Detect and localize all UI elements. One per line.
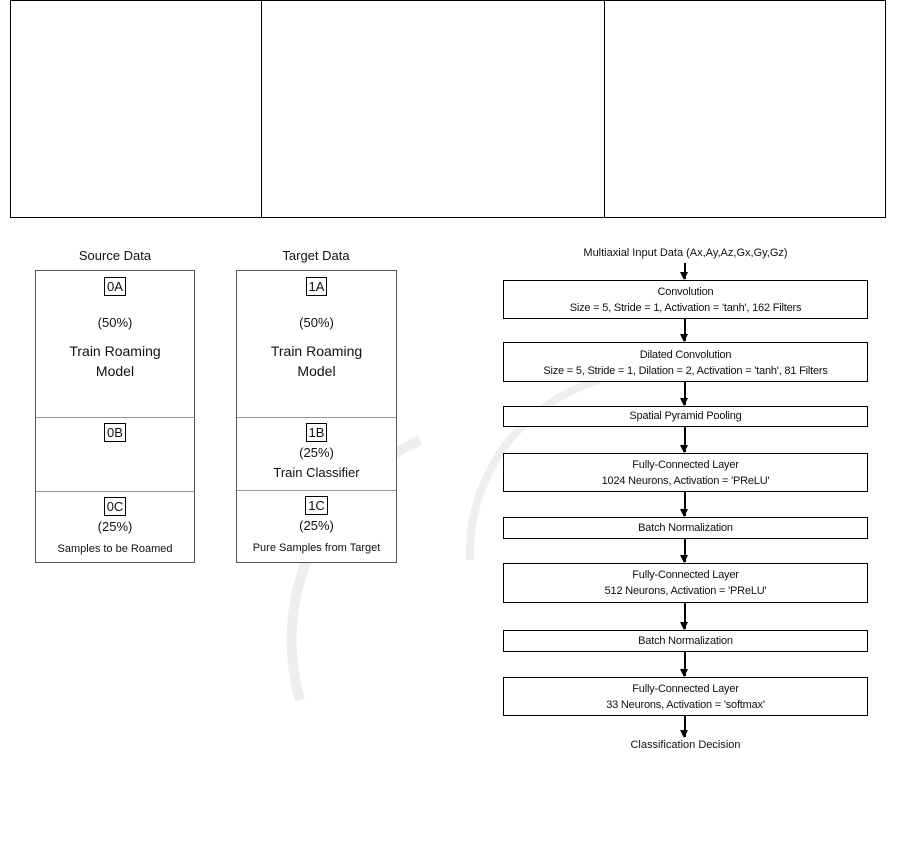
arrow-down-icon [681,492,687,517]
section-percent: (25%) [299,518,334,533]
empty-table [10,0,886,218]
arrow-down-icon [681,263,687,280]
arrow-down-icon [681,539,687,563]
section-tag: 1A [305,277,328,296]
section-1b: 1B (25%) Train Classifier [237,417,396,491]
section-1c: 1C (25%) Pure Samples from Target [237,490,396,563]
arrow-down-icon [681,652,687,677]
section-label: Train Roaming Model [69,343,161,379]
layer-text: Convolution [657,286,714,298]
layer-text: Batch Normalization [638,635,733,647]
section-tag: 0C [103,497,127,516]
layer-fully-connected-2: Fully-Connected Layer 512 Neurons, Activa… [503,563,868,603]
layer-text: Dilated Convolution [639,349,732,361]
layer-spatial-pyramid-pooling: Spatial Pyramid Pooling [503,406,868,427]
table-cell [605,1,885,217]
arrow-down-icon [681,603,687,630]
table-cell [11,1,262,217]
layer-text: Fully-Connected Layer [632,683,739,695]
section-label: Samples to be Roamed [57,543,173,555]
section-label: Train Classifier [273,465,360,480]
layer-text: Spatial Pyramid Pooling [629,410,742,422]
target-data-column: 1A (50%) Train Roaming Model 1B (25%) Tr… [236,270,397,563]
arrow-down-icon [681,382,687,406]
section-tag: 0B [104,423,126,442]
table-cell [262,1,605,217]
layer-text: 33 Neurons, Activation = 'softmax' [606,699,765,711]
layer-text: Size = 5, Stride = 1, Activation = 'tanh… [569,302,802,314]
section-label: Pure Samples from Target [252,542,381,554]
section-percent: (25%) [299,445,334,460]
section-0c: 0C (25%) Samples to be Roamed [36,491,194,563]
arrow-down-icon [681,427,687,453]
section-label: Train Roaming Model [270,343,363,379]
section-1a: 1A (50%) Train Roaming Model [237,271,396,418]
source-data-column: 0A (50%) Train Roaming Model 0B 0C (25%)… [35,270,195,563]
layer-text: Size = 5, Stride = 1, Dilation = 2, Acti… [543,365,828,377]
layer-fully-connected-3: Fully-Connected Layer 33 Neurons, Activat… [503,677,868,716]
layer-text: 1024 Neurons, Activation = 'PReLU' [601,475,770,487]
section-tag: 1C [305,496,328,515]
section-percent: (50%) [299,315,334,330]
section-percent: (25%) [97,519,133,534]
arrow-down-icon [681,319,687,342]
layer-fully-connected-1: Fully-Connected Layer 1024 Neurons, Activ… [503,453,868,492]
source-data-title: Source Data [78,248,152,263]
layer-batch-normalization-1: Batch Normalization [503,517,868,539]
layer-text: Fully-Connected Layer [632,569,739,581]
flowchart-input: Multiaxial Input Data (Ax,Ay,Az,Gx,Gy,Gz… [583,247,788,259]
section-percent: (50%) [97,315,133,330]
layer-text: 512 Neurons, Activation = 'PReLU' [604,585,767,597]
layer-text: Batch Normalization [638,522,733,534]
layer-text: Fully-Connected Layer [632,459,739,471]
layer-batch-normalization-2: Batch Normalization [503,630,868,652]
section-tag: 0A [104,277,126,296]
arrow-down-icon [681,716,687,738]
section-tag: 1B [305,423,328,442]
section-0b: 0B [36,417,194,492]
flowchart-output: Classification Decision [630,739,741,751]
section-0a: 0A (50%) Train Roaming Model [36,271,194,418]
target-data-title: Target Data [282,248,350,263]
